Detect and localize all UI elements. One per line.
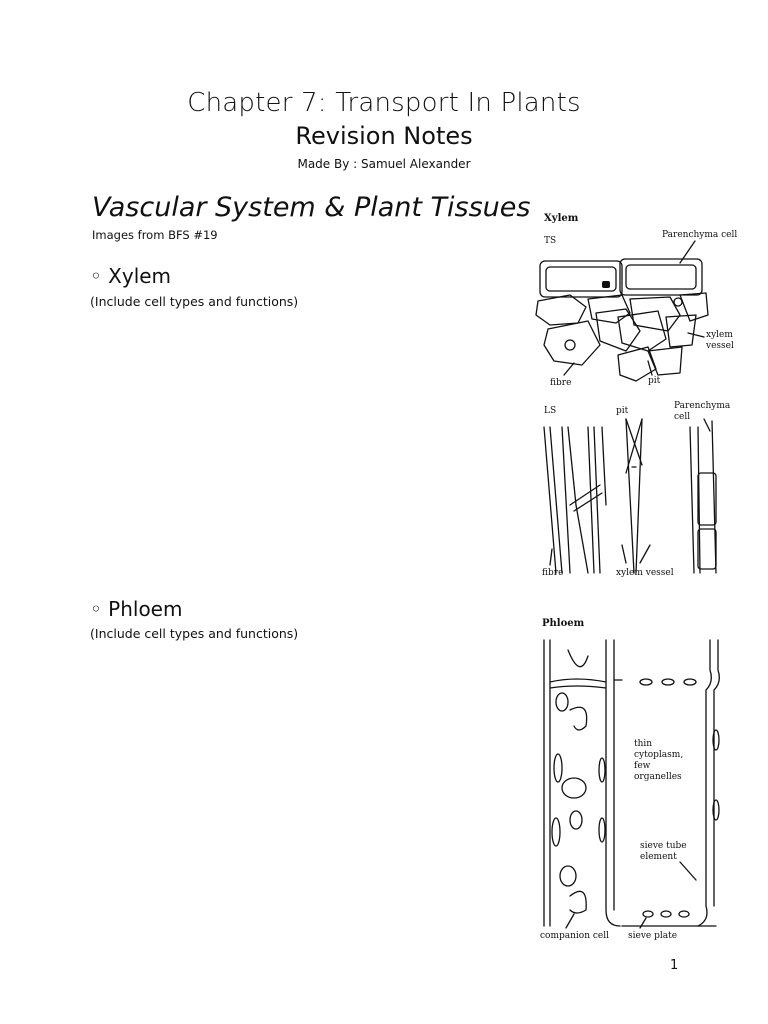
ls-label: LS (544, 406, 556, 416)
xylem-figure-title: Xylem (544, 213, 579, 224)
image-credit: Images from BFS #19 (92, 228, 218, 242)
companion-cell-label: companion cell (540, 931, 609, 941)
revision-notes-heading: Revision Notes (295, 122, 473, 150)
thin-label-3: few (634, 761, 651, 771)
thin-label-1: thin (634, 739, 652, 749)
author-byline: Made By : Samuel Alexander (297, 157, 471, 171)
parenchyma-ls-label-1: Parenchyma (674, 401, 731, 411)
section-title: Vascular System & Plant Tissues (92, 192, 531, 223)
phloem-figure-title: Phloem (542, 618, 585, 629)
xylem-note: (Include cell types and functions) (90, 294, 299, 309)
fibre-ts-label: fibre (550, 378, 571, 388)
chapter-title: Chapter 7: Transport In Plants (187, 88, 581, 118)
xylem-heading: ◦ Xylem (90, 264, 172, 288)
phloem-heading: ◦ Phloem (90, 597, 183, 621)
thin-label-4: organelles (634, 772, 682, 782)
xylem-vessel-ls-label: xylem vessel (616, 568, 674, 578)
xylem-vessel-label-1: xylem (706, 330, 733, 340)
ts-label: TS (544, 236, 556, 246)
pit-ts-label: pit (648, 376, 661, 386)
fibre-ls-label: fibre (542, 568, 563, 578)
xylem-ls-cells (543, 418, 717, 574)
parenchyma-ls-label-2: cell (674, 412, 690, 422)
phloem-cells (543, 639, 720, 927)
pit-ls-label: pit (616, 406, 629, 416)
sieve-label-1: sieve tube (640, 841, 687, 851)
phloem-note: (Include cell types and functions) (90, 626, 299, 641)
xylem-ts-cells (535, 258, 709, 382)
sieve-plate-label: sieve plate (628, 931, 677, 941)
sieve-label-2: element (640, 852, 677, 862)
parenchyma-ts-label: Parenchyma cell (662, 230, 737, 240)
xylem-vessel-label-2: vessel (705, 341, 734, 351)
page-number: 1 (670, 958, 679, 973)
xylem-diagram: Xylem TS Parenchyma cell xylem vessel fi… (535, 213, 737, 578)
thin-label-2: cytoplasm, (634, 750, 683, 760)
phloem-diagram: Phloem thin cytoplasm, few orga (540, 618, 720, 941)
